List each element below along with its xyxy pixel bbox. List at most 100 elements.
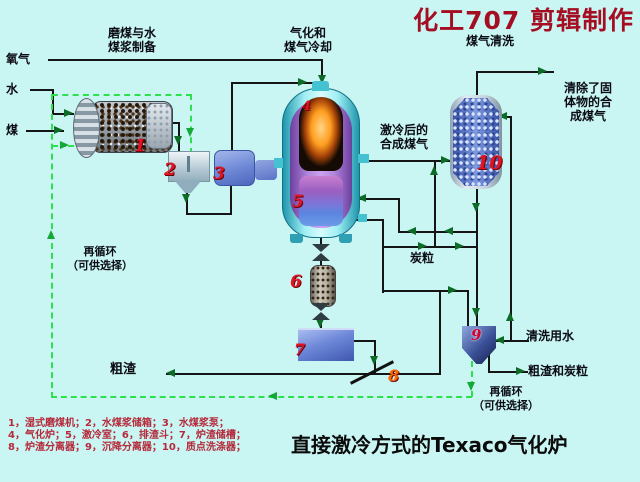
equipment-number-9: 9	[471, 326, 482, 344]
flow-arrow	[455, 242, 464, 250]
pipe-tank-outlet	[186, 213, 232, 215]
pipe-riser	[434, 160, 436, 248]
flow-arrow	[316, 319, 324, 328]
pipe-char	[382, 219, 384, 293]
slurry-tank-funnel	[174, 180, 202, 193]
flow-arrow	[418, 242, 427, 250]
pipe-char	[382, 246, 478, 248]
equipment-number-2: 2	[164, 160, 176, 180]
pipe-char	[382, 290, 469, 292]
flow-arrow	[174, 136, 182, 145]
flow-arrow	[357, 194, 366, 202]
flow-arrow-recycle	[47, 230, 55, 239]
pipe-wash-water	[510, 116, 512, 342]
flow-arrow	[495, 336, 504, 344]
label-clean-syngas: 清除了固 体物的合 成煤气	[563, 81, 612, 123]
flow-arrow	[166, 369, 175, 377]
pipe-coal	[26, 130, 64, 132]
diagram-caption: 直接激冷方式的Texaco气化炉	[291, 433, 568, 457]
pump-motor	[255, 160, 277, 180]
gasifier-top-nozzle	[312, 81, 329, 91]
dashed-recycle-line	[471, 361, 473, 397]
legend-line-1: 1，湿式磨煤机；2，水煤浆储箱；3，水煤浆泵；	[8, 418, 229, 429]
gasifier-leg	[290, 234, 303, 243]
credit-title: 化工707 剪辑制作	[413, 6, 634, 35]
pipe-slurry-riser	[231, 83, 233, 152]
flow-arrow-recycle	[60, 141, 69, 149]
flow-arrow	[64, 109, 73, 117]
ball-mill-gear-ring	[73, 98, 100, 158]
slag-lock-hopper	[310, 265, 336, 307]
gasifier-leg	[339, 234, 352, 243]
pipe-water	[52, 89, 54, 115]
gasifier-char-outlet-stub	[358, 214, 367, 222]
label-char-particles: 炭粒	[410, 251, 435, 265]
pipe-oxygen-drop	[321, 59, 323, 89]
equipment-number-7: 7	[294, 340, 306, 359]
label-quenched-syngas: 激冷后的 合成煤气	[380, 123, 429, 151]
label-water: 水	[6, 82, 19, 96]
pipe-clean-gas	[476, 72, 478, 100]
dashed-recycle-line	[52, 94, 192, 96]
quench-chamber	[299, 176, 343, 226]
scrubber-packing	[453, 98, 499, 186]
flow-arrow	[441, 156, 450, 164]
pipe-clean-gas	[476, 71, 554, 73]
dashed-recycle-line	[51, 94, 53, 398]
gasifier	[274, 81, 369, 243]
combustion-chamber-flame	[299, 97, 343, 171]
slurry-tank-agitator	[187, 156, 190, 172]
flow-arrow	[448, 286, 457, 294]
slag-valve-lower	[312, 303, 330, 320]
pipe-wash-water	[494, 340, 529, 342]
flow-arrow	[506, 312, 514, 321]
flow-arrow-recycle	[268, 392, 277, 400]
flow-arrow	[370, 356, 378, 365]
ball-mill-end-cap	[146, 103, 172, 149]
pipe-to-settler	[467, 290, 469, 330]
label-oxygen: 氧气	[6, 52, 31, 66]
equipment-number-6: 6	[290, 272, 302, 292]
label-slag-and-char: 粗渣和炭粒	[528, 364, 589, 378]
label-coal: 煤	[6, 123, 19, 137]
equipment-number-3: 3	[213, 164, 225, 184]
flow-arrow	[54, 126, 63, 134]
legend: 1，湿式磨煤机；2，水煤浆储箱；3，水煤浆泵； 4，气化炉；5，激冷室；6，排渣…	[8, 418, 246, 454]
pipe-coarse-slag	[166, 373, 441, 375]
pipe-water	[52, 113, 74, 115]
flow-arrow-recycle	[467, 382, 475, 391]
label-recycle-optional-left: 再循环 （可供选择）	[67, 245, 133, 272]
section-header-slurry-prep: 磨煤与水 煤浆制备	[107, 26, 156, 54]
pipe-slag-tank-outlet	[351, 340, 376, 342]
equipment-number-5: 5	[292, 192, 304, 212]
slag-valve-upper	[312, 244, 330, 261]
slag-storage-tank	[298, 328, 354, 361]
flow-arrow	[407, 227, 416, 235]
pipe-oxygen	[48, 59, 323, 61]
flow-arrow	[516, 367, 525, 375]
equipment-number-8: 8	[388, 366, 400, 385]
section-header-gas-cleaning: 煤气清洗	[466, 34, 515, 48]
legend-line-3: 8，炉渣分离器；9，沉降分离器；10，质点洗涤器；	[8, 442, 246, 453]
flow-arrow-recycle	[186, 128, 194, 137]
pipe-settler-outlet	[488, 371, 528, 373]
flow-arrow	[182, 194, 190, 203]
pipe-settler-outlet	[488, 352, 490, 373]
pipe-quenched-gas	[351, 160, 455, 162]
pipe-slag-drop	[320, 236, 322, 248]
flow-arrow	[498, 112, 507, 120]
label-wash-water: 清洗用水	[526, 329, 575, 343]
pipe-slurry-feed	[231, 82, 313, 84]
pipe-pump-suction	[230, 186, 232, 215]
flow-arrow	[472, 308, 480, 317]
pipe-quench-return	[398, 199, 400, 232]
flow-arrow	[444, 227, 453, 235]
gasifier-gas-outlet-stub	[358, 154, 369, 163]
flow-arrow	[318, 75, 326, 84]
pipe-scrubber-bottoms	[476, 185, 478, 330]
pipe-connector	[439, 291, 441, 374]
section-header-gasification: 气化和 煤气冷却	[283, 26, 332, 54]
label-coarse-slag: 粗渣	[110, 362, 137, 377]
flow-arrow	[298, 78, 307, 86]
